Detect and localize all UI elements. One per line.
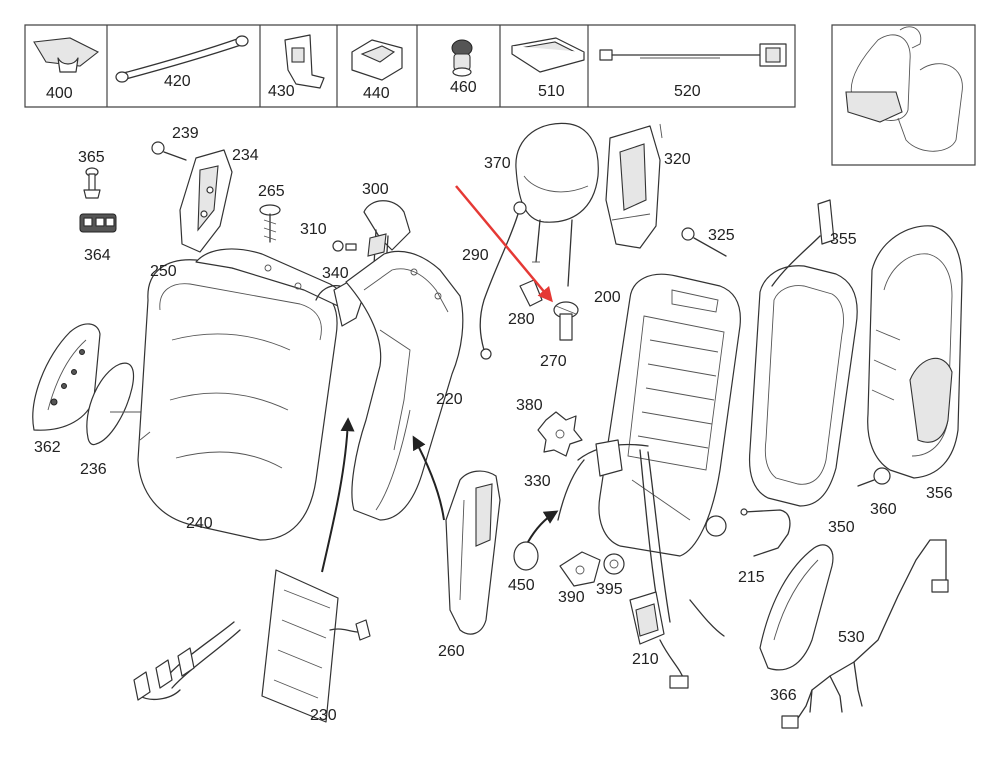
top-parts-strip: 400 420 430 440 460 510 520 bbox=[24, 24, 796, 108]
callout-230: 230 bbox=[310, 707, 337, 724]
callout-234: 234 bbox=[232, 147, 259, 164]
part-356-back-cover bbox=[867, 225, 963, 479]
part-390-lever bbox=[559, 551, 601, 587]
part-365-screw bbox=[83, 167, 101, 199]
part-210-motor bbox=[629, 591, 725, 689]
part-239-screw bbox=[151, 141, 187, 161]
part-366-side-panel bbox=[759, 544, 834, 671]
callout-366: 366 bbox=[770, 687, 797, 704]
part-520-wire bbox=[599, 43, 787, 67]
callout-280: 280 bbox=[508, 311, 535, 328]
callout-260: 260 bbox=[438, 643, 465, 660]
callout-340: 340 bbox=[322, 265, 349, 282]
callout-236: 236 bbox=[80, 461, 107, 478]
callout-370: 370 bbox=[484, 155, 511, 172]
callout-290: 290 bbox=[462, 247, 489, 264]
callout-210: 210 bbox=[632, 651, 659, 668]
callout-250: 250 bbox=[150, 263, 177, 280]
part-355-bolt bbox=[817, 199, 835, 245]
callout-200: 200 bbox=[594, 289, 621, 306]
assembly-arrows bbox=[321, 417, 559, 573]
callout-240: 240 bbox=[186, 515, 213, 532]
part-362-side-trim bbox=[32, 323, 101, 431]
part-510-pad bbox=[511, 37, 585, 73]
part-370-headrest bbox=[515, 122, 599, 287]
part-215-cable bbox=[740, 508, 791, 557]
callout-350: 350 bbox=[828, 519, 855, 536]
part-260-side-panel bbox=[445, 470, 501, 635]
callout-530: 530 bbox=[838, 629, 865, 646]
part-430-bracket bbox=[284, 34, 325, 89]
part-440-clip bbox=[351, 39, 403, 81]
part-234-bracket bbox=[179, 149, 233, 253]
part-200-backrest-frame bbox=[598, 273, 741, 557]
callout-362: 362 bbox=[34, 439, 61, 456]
callout-215: 215 bbox=[738, 569, 765, 586]
callout-510: 510 bbox=[538, 83, 565, 100]
part-450-cap bbox=[513, 541, 539, 571]
callout-labels: 239 365 234 265 300 310 364 250 340 370 … bbox=[34, 125, 953, 724]
callout-270: 270 bbox=[540, 353, 567, 370]
part-460-grommet bbox=[451, 39, 473, 77]
callout-220: 220 bbox=[436, 391, 463, 408]
callout-460: 460 bbox=[450, 79, 477, 96]
callout-325: 325 bbox=[708, 227, 735, 244]
part-290-cable bbox=[479, 201, 527, 360]
part-240-seat-cushion bbox=[137, 259, 338, 541]
callout-364: 364 bbox=[84, 247, 111, 264]
callout-360: 360 bbox=[870, 501, 897, 518]
part-310-pin bbox=[332, 240, 357, 252]
callout-356: 356 bbox=[926, 485, 953, 502]
callout-420: 420 bbox=[164, 73, 191, 90]
callout-320: 320 bbox=[664, 151, 691, 168]
part-325-screw bbox=[681, 227, 727, 257]
seat-thumbnail bbox=[831, 24, 976, 166]
callout-450: 450 bbox=[508, 577, 535, 594]
part-420-cable bbox=[115, 35, 249, 83]
callout-395: 395 bbox=[596, 581, 623, 598]
callout-239: 239 bbox=[172, 125, 199, 142]
part-270-headrest-guide bbox=[553, 301, 579, 341]
part-320-backrest-bracket bbox=[605, 123, 663, 249]
part-350-back-panel bbox=[748, 235, 858, 507]
callout-520: 520 bbox=[674, 83, 701, 100]
part-400-clip bbox=[33, 37, 100, 73]
part-530-harness bbox=[781, 539, 949, 729]
part-265-screw bbox=[259, 204, 281, 243]
part-230-connectors bbox=[133, 619, 371, 701]
callout-330: 330 bbox=[524, 473, 551, 490]
callout-300: 300 bbox=[362, 181, 389, 198]
part-236-knob bbox=[86, 362, 142, 446]
part-360-screw bbox=[857, 467, 891, 487]
callout-355: 355 bbox=[830, 231, 857, 248]
callout-365: 365 bbox=[78, 149, 105, 166]
callout-380: 380 bbox=[516, 397, 543, 414]
callout-390: 390 bbox=[558, 589, 585, 606]
callout-440: 440 bbox=[363, 85, 390, 102]
callout-310: 310 bbox=[300, 221, 327, 238]
callout-400: 400 bbox=[46, 85, 73, 102]
part-395-cog bbox=[603, 553, 625, 575]
callout-430: 430 bbox=[268, 83, 295, 100]
part-220-backrest-cover bbox=[345, 250, 464, 521]
highlight-arrow bbox=[455, 185, 553, 303]
part-380-star-knob bbox=[537, 411, 583, 457]
part-230-heater-mat bbox=[139, 569, 365, 723]
part-364-connector bbox=[79, 213, 117, 233]
callout-265: 265 bbox=[258, 183, 285, 200]
